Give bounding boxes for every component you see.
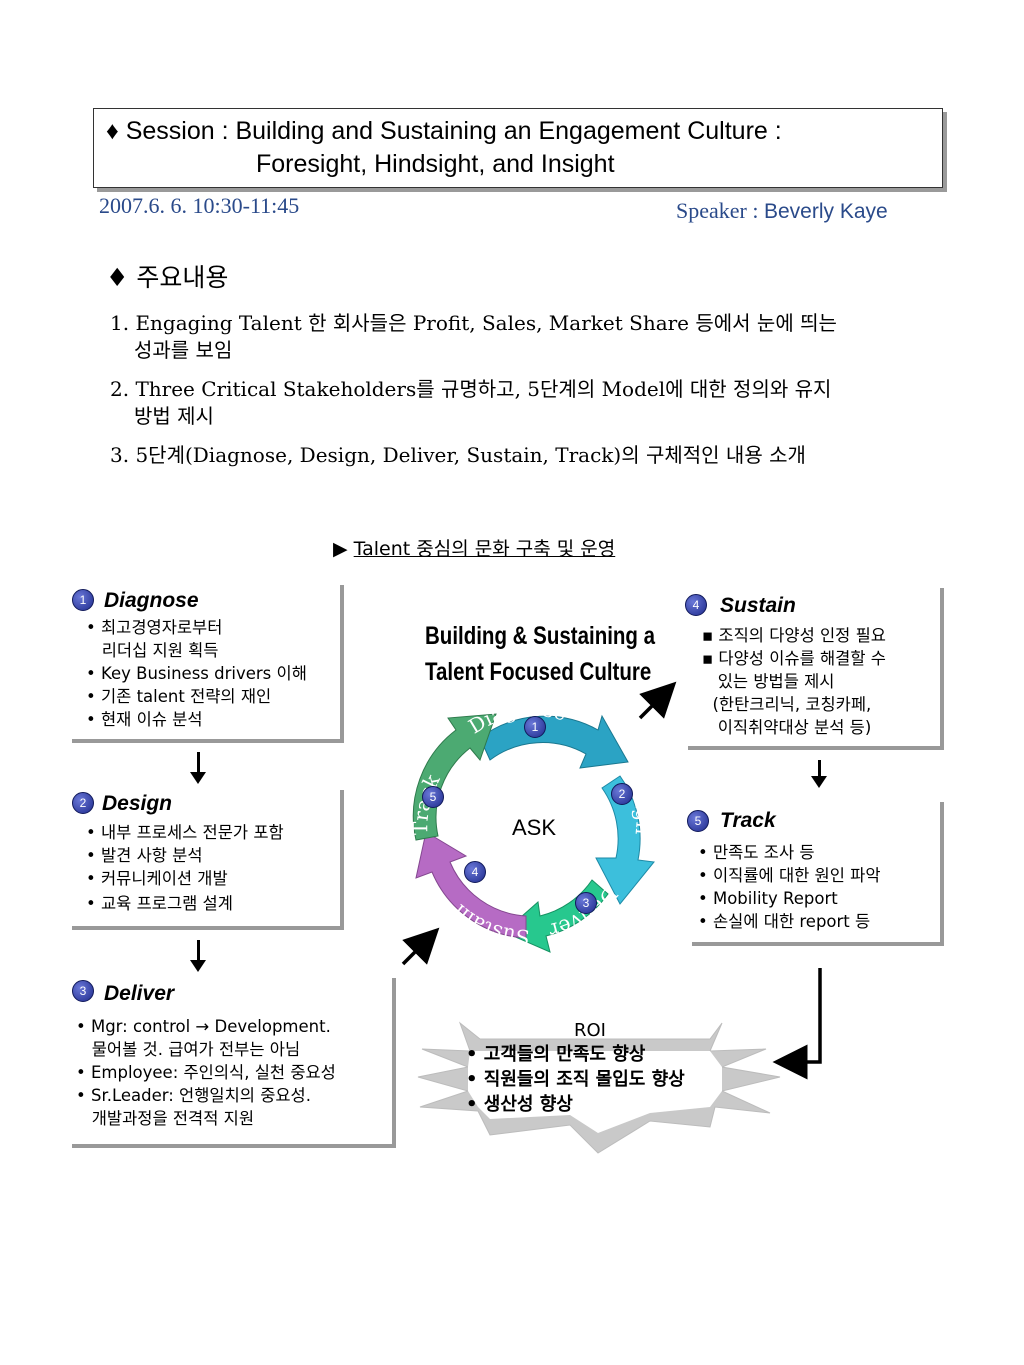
list-item: 있는 방법들 제시 — [702, 672, 835, 691]
deliver-box: 3 Deliver • Mgr: control → Development. … — [72, 978, 396, 1148]
list-item: ▪ 다양성 이슈를 해결할 수 — [702, 649, 886, 668]
cycle-center-label: ASK — [512, 815, 556, 840]
cycle-badge-5: 5 — [422, 786, 444, 808]
deliver-title: Deliver — [104, 982, 175, 1005]
list-item: • 교육 프로그램 설계 — [86, 894, 233, 913]
list-item: • 기존 talent 전략의 재인 — [86, 687, 272, 706]
summary-item-2: 2. Three Critical Stakeholders를 규명하고, 5단… — [110, 376, 950, 430]
session-title-box: ♦ Session : Building and Sustaining an E… — [93, 108, 943, 188]
speaker-name: Beverly Kaye — [763, 200, 888, 223]
list-item: 개발과정을 전격적 지원 — [76, 1109, 255, 1128]
summary-item-text: 2. Three Critical Stakeholders를 규명하고, 5단… — [110, 377, 832, 401]
design-title: Design — [102, 792, 173, 815]
list-item: • Mgr: control → Development. — [76, 1017, 331, 1036]
diagnose-arrow — [479, 714, 629, 769]
session-title: ♦ Session : Building and Sustaining an E… — [106, 117, 782, 145]
cycle-title-line: Talent Focused Culture — [425, 658, 652, 686]
triangle-right-icon: ▶ — [333, 538, 348, 560]
track-title: Track — [720, 809, 776, 832]
list-item: 물어볼 것. 급여가 전부는 아님 — [76, 1040, 301, 1059]
summary-item-1: 1. Engaging Talent 한 회사들은 Profit, Sales,… — [110, 310, 950, 364]
roi-item: • 생산성 향상 — [466, 1094, 573, 1115]
list-item: • 내부 프로세스 전문가 포함 — [86, 823, 284, 842]
cycle-badge-2: 2 — [611, 783, 633, 805]
diagnose-list: • 최고경영자로부터 리더십 지원 획득 • Key Business driv… — [86, 616, 307, 731]
list-item: 리더십 지원 획득 — [86, 641, 219, 660]
list-item: • 커뮤니케이션 개발 — [86, 869, 228, 888]
diagnose-title: Diagnose — [104, 589, 199, 612]
summary-item-text: 3. 5단계(Diagnose, Design, Deliver, Sustai… — [110, 443, 806, 467]
list-item: • 발견 사항 분석 — [86, 846, 203, 865]
summary-heading: ♦ 주요내용 — [106, 263, 229, 292]
arrow-up-right-icon — [638, 681, 677, 720]
list-item: • 현재 이슈 분석 — [86, 710, 203, 729]
arrow-down-icon — [190, 940, 206, 972]
step-number-badge: 2 — [72, 792, 94, 814]
roi-title: ROI — [574, 1020, 606, 1041]
list-item: ▪ 조직의 다양성 인정 필요 — [702, 626, 886, 645]
sustain-title: Sustain — [720, 594, 796, 617]
session-subtitle: Foresight, Hindsight, and Insight — [256, 150, 615, 178]
design-arrow — [595, 775, 655, 905]
roi-item: • 직원들의 조직 몰입도 향상 — [466, 1069, 685, 1090]
summary-item-continuation: 방법 제시 — [134, 404, 214, 428]
speaker-label: Speaker : — [676, 198, 764, 223]
cycle-badge-1: 1 — [524, 716, 546, 738]
list-item: 이직취약대상 분석 등) — [702, 718, 872, 737]
diagnose-box: 1 Diagnose • 최고경영자로부터 리더십 지원 획득 • Key Bu… — [72, 585, 344, 743]
diagram-subtitle-text: Talent 중심의 문화 구축 및 운영 — [353, 538, 616, 560]
arrow-up-right-icon — [401, 927, 440, 966]
roi-burst — [417, 1021, 781, 1154]
list-item: • 이직률에 대한 원인 파악 — [698, 866, 881, 885]
design-list: • 내부 프로세스 전문가 포함 • 발견 사항 분석 • 커뮤니케이션 개발 … — [86, 821, 284, 915]
list-item: • Sr.Leader: 언행일치의 중요성. — [76, 1086, 311, 1105]
track-box: 5 Track • 만족도 조사 등 • 이직률에 대한 원인 파악 • Mob… — [687, 802, 944, 946]
summary-item-3: 3. 5단계(Diagnose, Design, Deliver, Sustai… — [110, 442, 950, 469]
cycle-badge-4: 4 — [464, 861, 486, 883]
list-item: (한탄크리닉, 코칭카페, — [702, 695, 872, 714]
list-item: • Employee: 주인의식, 실천 중요성 — [76, 1063, 336, 1082]
roi-item: • 고객들의 만족도 향상 — [466, 1044, 646, 1065]
list-item: • 손실에 대한 report 등 — [698, 912, 871, 931]
step-number-badge: 4 — [685, 594, 707, 616]
session-date: 2007.6. 6. 10:30-11:45 — [99, 193, 300, 218]
step-number-badge: 3 — [72, 980, 94, 1002]
deliver-list: • Mgr: control → Development. 물어볼 것. 급여가… — [76, 1015, 336, 1130]
sustain-box: 4 Sustain ▪ 조직의 다양성 인정 필요 ▪ 다양성 이슈를 해결할 … — [685, 588, 944, 750]
design-box: 2 Design • 내부 프로세스 전문가 포함 • 발견 사항 분석 • 커… — [72, 790, 344, 930]
sustain-list: ▪ 조직의 다양성 인정 필요 ▪ 다양성 이슈를 해결할 수 있는 방법들 제… — [702, 624, 886, 739]
summary-item-text: 1. Engaging Talent 한 회사들은 Profit, Sales,… — [110, 311, 837, 335]
list-item: • Key Business drivers 이해 — [86, 664, 307, 683]
diagram-subtitle: ▶ Talent 중심의 문화 구축 및 운영 — [333, 534, 615, 561]
cycle-badge-3: 3 — [575, 892, 597, 914]
summary-item-continuation: 성과를 보임 — [134, 338, 233, 362]
arrow-left-icon — [772, 968, 822, 1080]
cycle-title-line: Building & Sustaining a — [425, 622, 656, 650]
step-number-badge: 5 — [687, 810, 709, 832]
list-item: • 최고경영자로부터 — [86, 618, 223, 637]
list-item: • Mobility Report — [698, 889, 838, 908]
speaker: Speaker : Beverly Kaye — [676, 198, 888, 224]
step-number-badge: 1 — [72, 589, 94, 611]
arrow-down-icon — [190, 752, 206, 784]
cycle-title: Building & Sustaining a Talent Focused C… — [425, 618, 655, 690]
arrow-down-icon — [811, 760, 827, 788]
track-list: • 만족도 조사 등 • 이직률에 대한 원인 파악 • Mobility Re… — [698, 841, 881, 933]
list-item: • 만족도 조사 등 — [698, 843, 815, 862]
